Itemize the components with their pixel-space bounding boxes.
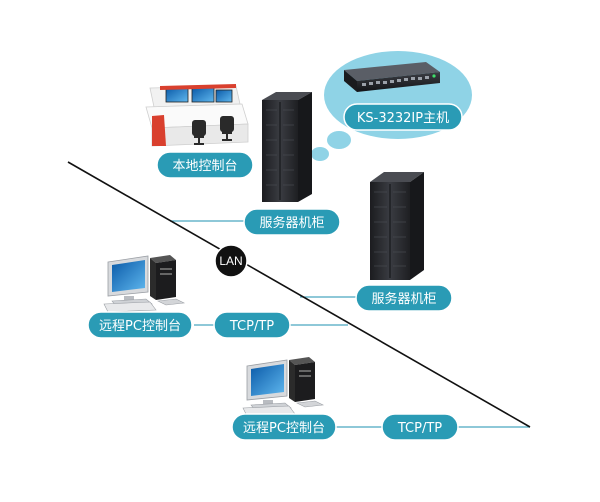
remote-pc-2-icon: [242, 357, 325, 417]
host-label: KS-3232IP主机: [357, 111, 449, 126]
remote-pc-2-label: 远程PC控制台: [243, 421, 325, 436]
remote-1-protocol-node: TCP/TP: [213, 311, 291, 339]
local-console-label: 本地控制台: [172, 159, 237, 174]
remote-pc-1-node: 远程PC控制台: [87, 311, 193, 339]
server-cabinet-2-node: 服务器机柜: [355, 284, 453, 312]
server-cabinet-2-label-pill: [355, 284, 453, 312]
server-cabinet-1-label: 服务器机柜: [259, 215, 324, 231]
remote-pc-1-icon: [103, 255, 186, 313]
remote-1-protocol-label: TCP/TP: [229, 319, 274, 334]
local-console-label-pill: [156, 151, 254, 179]
remote-pc-2-node: 远程PC控制台: [231, 413, 337, 441]
lan-badge: LAN: [214, 244, 248, 278]
kvm-switch-icon: [344, 62, 440, 92]
remote-2-protocol-pill: [381, 413, 459, 441]
server-cabinet-1-node: 服务器机柜: [243, 208, 341, 236]
remote-pc-1-label: 远程PC控制台: [99, 319, 181, 334]
remote-1-protocol-pill: [213, 311, 291, 339]
host-label-pill: [343, 103, 463, 131]
local-console-node: 本地控制台: [156, 151, 254, 179]
server-cabinet-1-icon: [262, 92, 312, 202]
bubble-tail-small: [311, 147, 329, 161]
server-cabinet-1-label-pill: [243, 208, 341, 236]
remote-pc-1-label-pill: [87, 311, 193, 339]
server-cabinet-2-icon: [370, 172, 424, 280]
bubble-tail-medium: [327, 131, 351, 149]
host-thought-bubble: KS-3232IP主机: [311, 51, 472, 161]
remote-2-protocol-node: TCP/TP: [381, 413, 459, 441]
lan-label: LAN: [219, 254, 242, 268]
lan-line: [67, 161, 531, 428]
local-console-desk-icon: [145, 84, 249, 147]
remote-pc-2-label-pill: [231, 413, 337, 441]
remote-2-protocol-label: TCP/TP: [397, 421, 442, 436]
server-cabinet-2-label: 服务器机柜: [371, 291, 436, 307]
